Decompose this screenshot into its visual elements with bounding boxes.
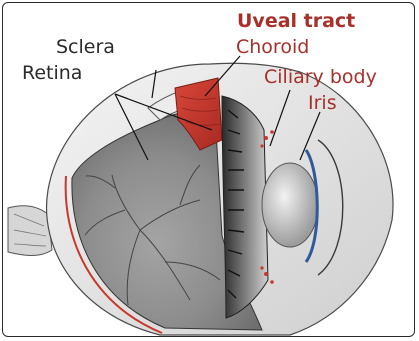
- label-retina: Retina: [22, 64, 82, 83]
- label-ciliary-body: Ciliary body: [264, 68, 377, 87]
- label-iris: Iris: [308, 94, 337, 113]
- label-choroid: Choroid: [236, 38, 309, 57]
- label-sclera: Sclera: [56, 38, 115, 57]
- label-uveal-tract: Uveal tract: [237, 12, 355, 31]
